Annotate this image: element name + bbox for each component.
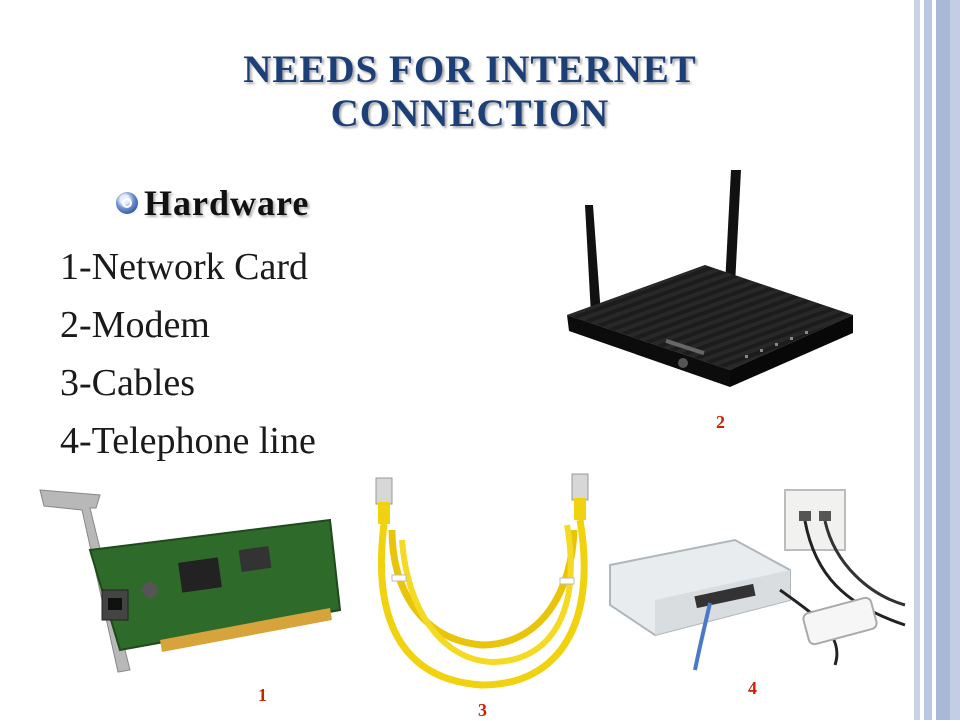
list-item: 1-Network Card xyxy=(60,246,308,288)
telephone-line-label: 4 xyxy=(748,678,757,698)
cable-label: 3 xyxy=(478,700,487,720)
network-card-label: 1 xyxy=(258,685,267,705)
slide-title: NEEDS FOR INTERNET CONNECTION xyxy=(243,48,697,135)
section-heading: Hardware xyxy=(144,183,310,223)
section-heading-row: Hardware xyxy=(116,182,309,224)
hardware-list: 1-Network Card 2-Modem 3-Cables 4-Teleph… xyxy=(60,238,316,470)
list-item: 2-Modem xyxy=(60,304,210,346)
network-card-image xyxy=(39,489,342,673)
telephone-line-image xyxy=(609,489,906,671)
bullet-icon xyxy=(116,192,138,214)
router-image xyxy=(567,170,853,387)
list-item: 3-Cables xyxy=(60,362,196,404)
list-item: 4-Telephone line xyxy=(60,420,316,462)
slide-border xyxy=(914,0,960,720)
modem-label: 2 xyxy=(716,412,725,432)
ethernet-cable-image xyxy=(375,473,589,689)
